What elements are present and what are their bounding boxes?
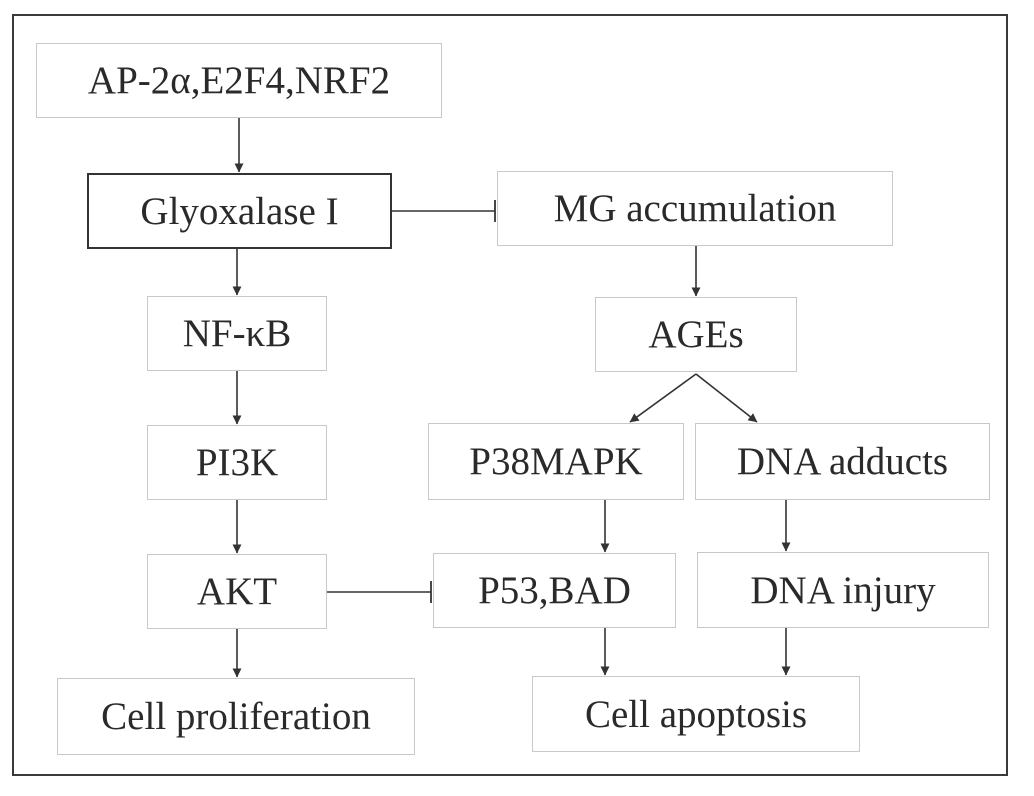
- akt-node: AKT: [147, 554, 327, 629]
- mg-accumulation-node: MG accumulation: [497, 171, 893, 246]
- ages-node: AGEs: [595, 297, 797, 372]
- cell-apoptosis-node: Cell apoptosis: [532, 676, 860, 752]
- edge-layer: [232, 118, 791, 678]
- ages-label: AGEs: [648, 313, 744, 356]
- dna-adducts-label: DNA adducts: [736, 440, 949, 483]
- p53-bad-node: P53,BAD: [433, 553, 676, 628]
- mg-accumulation-label: MG accumulation: [553, 187, 837, 230]
- glyoxalase-i-label: Glyoxalase I: [140, 189, 339, 233]
- nf-kb-label: NF-κB: [182, 312, 292, 355]
- transcription-factors-node: AP-2α,E2F4,NRF2: [36, 43, 442, 118]
- cell-proliferation-node: Cell proliferation: [57, 678, 415, 755]
- diagram-frame: [12, 14, 1008, 776]
- pi3k-node: PI3K: [147, 425, 327, 500]
- p38mapk-node: P38MAPK: [428, 423, 684, 500]
- dna-adducts-node: DNA adducts: [695, 423, 990, 500]
- nf-kb-node: NF-κB: [147, 296, 327, 371]
- glyoxalase-i-node: Glyoxalase I: [87, 173, 392, 249]
- cell-apoptosis-label: Cell apoptosis: [584, 692, 808, 736]
- pi3k-label: PI3K: [195, 441, 279, 484]
- p53-bad-label: P53,BAD: [478, 569, 631, 612]
- dna-injury-label: DNA injury: [750, 568, 936, 612]
- transcription-factors-label: AP-2α,E2F4,NRF2: [87, 59, 391, 102]
- akt-label: AKT: [196, 570, 278, 613]
- dna-injury-node: DNA injury: [697, 552, 989, 628]
- p38mapk-label: P38MAPK: [469, 440, 643, 483]
- arrow-ages-to-dna_adducts: [695, 373, 758, 423]
- arrow-ages-to-p38mapk: [629, 373, 697, 423]
- cell-proliferation-label: Cell proliferation: [101, 695, 371, 738]
